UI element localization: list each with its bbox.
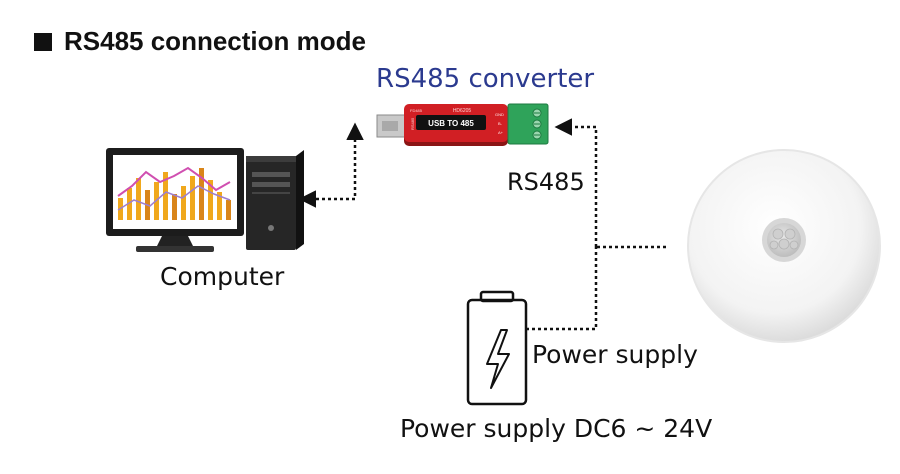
converter-side-text: RS485 [410, 117, 415, 130]
converter-top-left-text: FD485 [410, 108, 423, 113]
chart-screen [117, 166, 231, 220]
computer-label: Computer [160, 262, 285, 291]
power-supply-spec-label: Power supply DC6 ~ 24V [400, 414, 713, 443]
pin-gnd-text: GND [495, 112, 504, 117]
usb-rs485-converter-icon: USB TO 485 HD6205 FD485 RS485 GND B- A+ [376, 103, 549, 146]
title-bullet [34, 32, 52, 51]
title-row: RS485 connection mode [34, 26, 366, 57]
usb-to-computer-line [298, 127, 357, 208]
battery-lightning-icon [466, 290, 528, 406]
connection-lines [298, 118, 666, 331]
pin-a-text: A+ [498, 130, 504, 135]
bus-to-converter-line [554, 118, 598, 247]
pin-b-text: B- [498, 121, 503, 126]
converter-model-text: HD6205 [453, 108, 472, 114]
converter-center-text: USB TO 485 [428, 119, 474, 128]
pir-sensor-icon [687, 149, 881, 343]
rs485-label: RS485 [507, 168, 585, 196]
power-supply-label: Power supply [532, 340, 698, 369]
page-title: RS485 connection mode [64, 26, 366, 56]
computer-icon [106, 148, 304, 252]
power-to-bus-line [526, 247, 598, 331]
converter-label: RS485 converter [376, 64, 595, 94]
